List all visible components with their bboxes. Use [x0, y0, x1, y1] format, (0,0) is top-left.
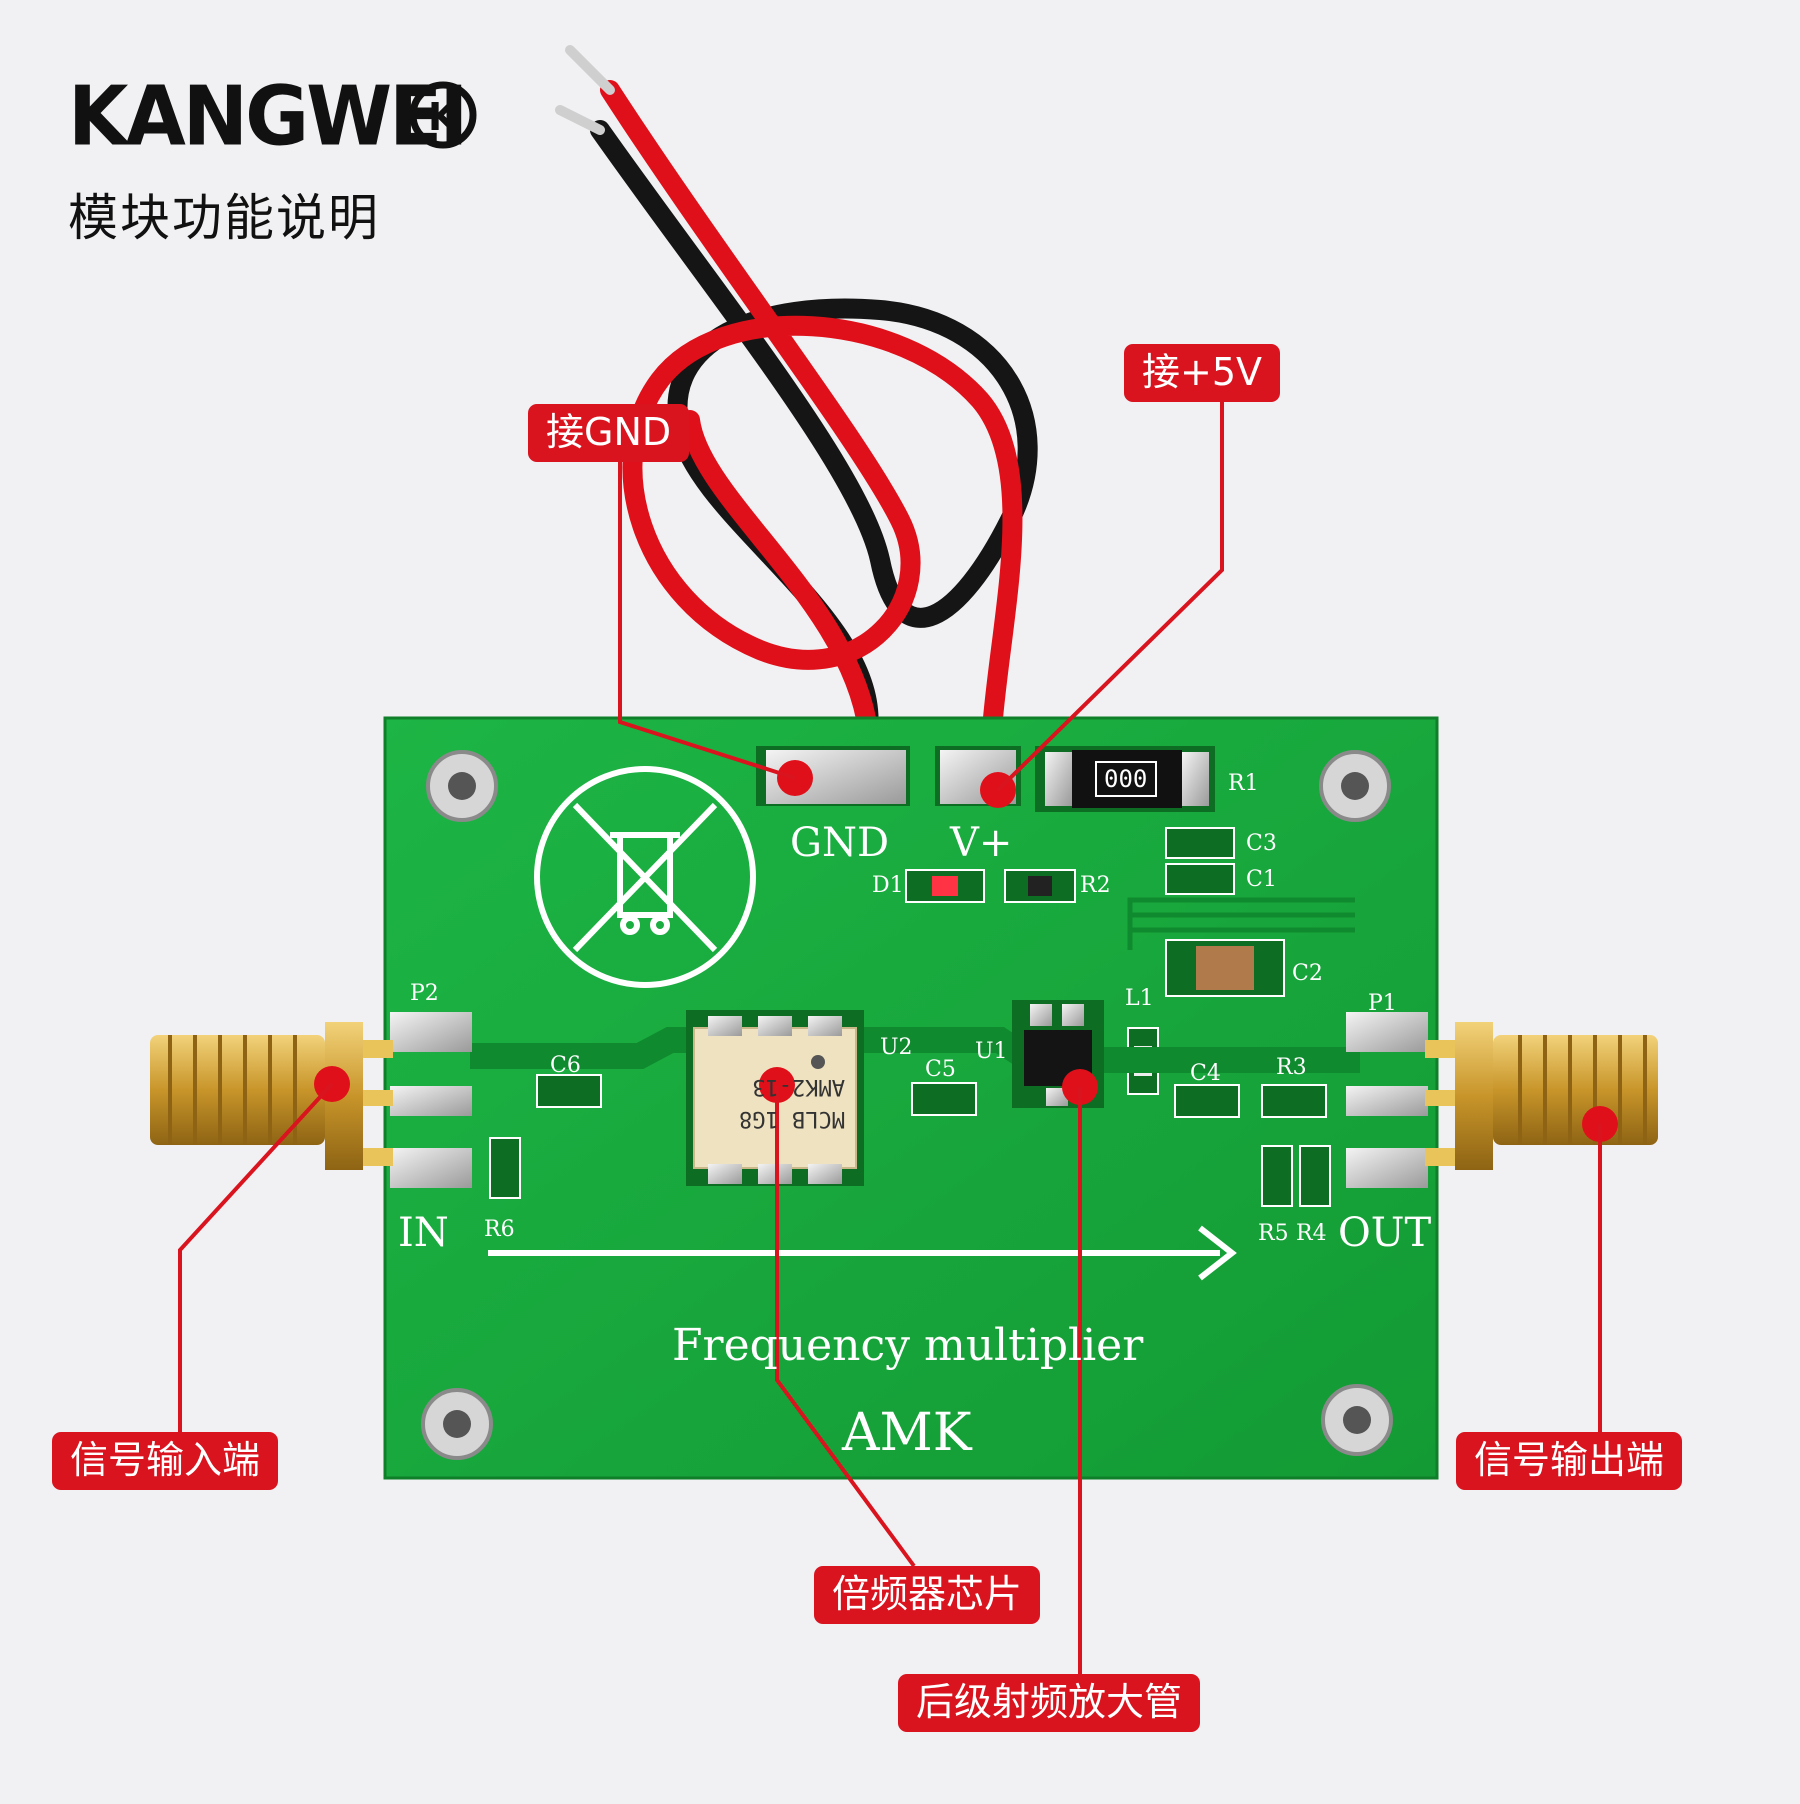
- callout-leaders: [178, 388, 1602, 1674]
- output-sma-connector: [1425, 1022, 1658, 1170]
- silk-r5: R5: [1258, 1221, 1289, 1246]
- silk-r6: R6: [484, 1217, 515, 1242]
- silk-vplus: V+: [949, 820, 1012, 866]
- silk-d1: D1: [872, 873, 904, 898]
- weee-symbol-icon: [534, 766, 756, 988]
- silk-c3: C3: [1246, 831, 1277, 856]
- kangwei-logo-icon: K: [409, 81, 477, 149]
- silk-c2: C2: [1292, 961, 1323, 986]
- mounting-holes: [421, 750, 1393, 1460]
- board-title: Frequency multiplier: [672, 1320, 1144, 1371]
- callout-amp: 后级射频放大管: [898, 1674, 1201, 1732]
- edge-pads: [390, 1012, 1428, 1188]
- silk-l1: L1: [1125, 986, 1154, 1011]
- silk-r1: R1: [1228, 771, 1259, 796]
- silk-c4: C4: [1190, 1061, 1221, 1086]
- silk-u1: U1: [975, 1039, 1008, 1064]
- logo-badge-letter: K: [428, 95, 459, 139]
- silk-p1: P1: [1368, 991, 1397, 1016]
- callout-gnd: 接GND: [528, 404, 690, 462]
- silk-p2: P2: [410, 981, 439, 1006]
- power-wires: [555, 45, 1038, 740]
- silk-r3: R3: [1276, 1055, 1307, 1080]
- board-brand: AMK: [841, 1403, 973, 1463]
- brand-wordmark: KANGWEI: [68, 69, 468, 165]
- callout-chip: 倍频器芯片: [814, 1566, 1041, 1624]
- silk-r4: R4: [1296, 1221, 1327, 1246]
- callout-input: 信号输入端: [52, 1432, 279, 1490]
- silk-in: IN: [398, 1210, 449, 1256]
- silk-gnd: GND: [790, 820, 889, 866]
- silk-c5: C5: [925, 1057, 956, 1082]
- callout-vcc: 接+5V: [1124, 344, 1281, 402]
- chip-marking-2: AMK2-13: [752, 1074, 845, 1099]
- r1-code: 000: [1104, 765, 1147, 793]
- r1-resistor: [1072, 750, 1182, 808]
- chip-marking-1: MCLB 1G8: [739, 1106, 845, 1131]
- silk-c1: C1: [1246, 867, 1277, 892]
- silk-u2: U2: [880, 1035, 913, 1060]
- silk-out: OUT: [1338, 1210, 1432, 1256]
- silk-r2: R2: [1080, 873, 1111, 898]
- pcb-board: [383, 716, 1439, 1480]
- callout-output: 信号输出端: [1456, 1432, 1683, 1490]
- page-subtitle: 模块功能说明: [68, 189, 380, 247]
- silk-c6: C6: [550, 1053, 581, 1078]
